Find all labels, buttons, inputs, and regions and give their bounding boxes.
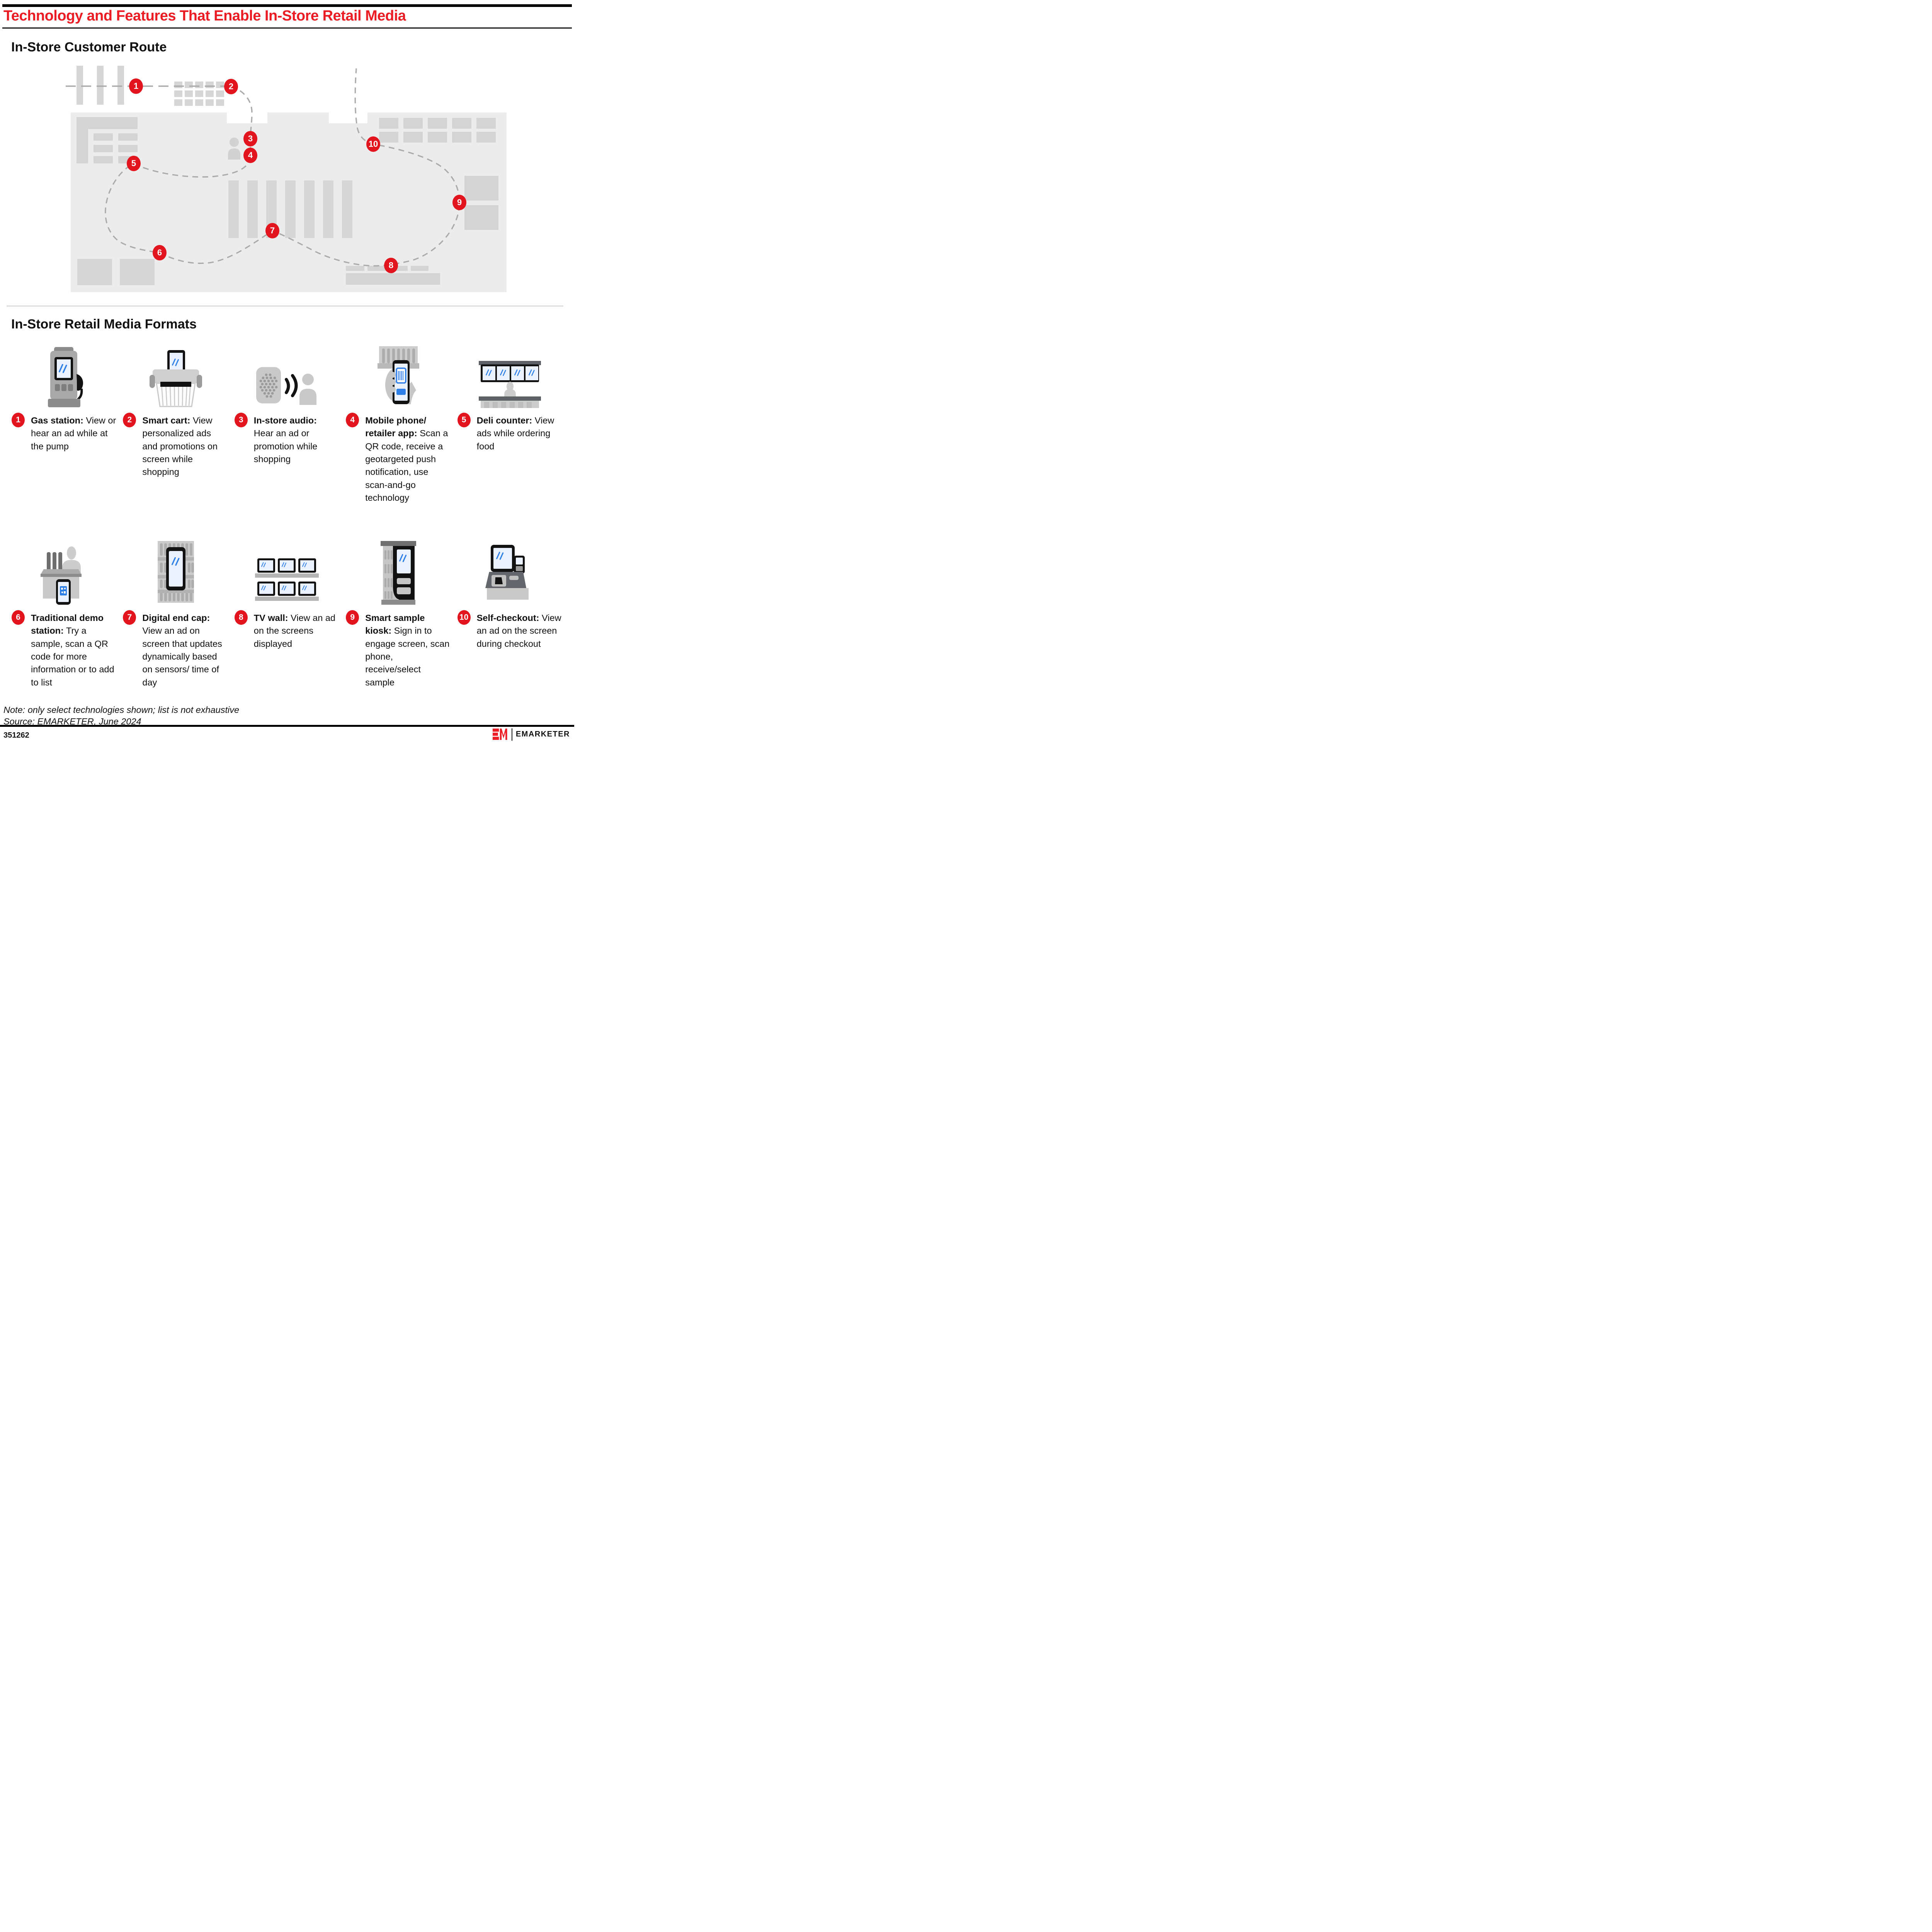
shopper-icon (228, 138, 240, 160)
smart-cart-icon (123, 342, 228, 408)
formats-section-heading: In-Store Retail Media Formats (11, 317, 197, 332)
format-item-gas-station: 1 Gas station: View or hear an ad while … (12, 342, 117, 526)
store-floorplan (66, 66, 507, 292)
route-marker-5: 5 (127, 156, 141, 171)
in-store-audio-icon (235, 342, 340, 408)
deli-counter-icon (457, 342, 563, 408)
top-rule (2, 4, 572, 7)
item-text: In-store audio: Hear an ad or promotion … (253, 415, 318, 464)
format-item-self-checkout: 10 Self-checkout: View an ad on the scre… (457, 526, 563, 689)
page-title: Technology and Features That Enable In-S… (3, 8, 406, 24)
format-item-mobile-phone: 4 Mobile phone/ retailer app: Scan a QR … (346, 342, 451, 526)
sample-kiosk-icon (346, 526, 451, 605)
store-map: 1 2 3 4 5 6 7 8 9 10 (0, 64, 574, 300)
gas-pump-icon (12, 342, 117, 408)
item-number-badge: 1 (12, 413, 25, 427)
footer-rule (0, 725, 574, 727)
title-rule (2, 27, 572, 29)
format-item-demo-station: 6 Traditional demo station: Try a sample… (12, 526, 117, 689)
route-marker-1: 1 (129, 78, 143, 94)
route-section-heading: In-Store Customer Route (11, 40, 167, 54)
route-marker-6: 6 (153, 245, 167, 260)
note-text: Note: only select technologies shown; li… (3, 705, 240, 715)
item-number-badge: 9 (346, 610, 359, 625)
item-number-badge: 3 (234, 413, 248, 427)
item-text: Deli counter: View ads while ordering fo… (476, 415, 554, 451)
infographic-page: Technology and Features That Enable In-S… (0, 0, 574, 744)
item-text: TV wall: View an ad on the screens displ… (253, 613, 335, 649)
format-item-tv-wall: 8 TV wall: View an ad on the screens dis… (234, 526, 340, 689)
item-text: Traditional demo station: Try a sample, … (31, 613, 114, 687)
route-marker-4: 4 (243, 148, 257, 163)
section-divider (7, 305, 563, 307)
digital-end-cap-icon (123, 526, 228, 605)
em-monogram-icon (492, 728, 507, 740)
item-number-badge: 8 (234, 610, 248, 625)
self-checkout-icon (457, 526, 563, 605)
formats-section: 1 Gas station: View or hear an ad while … (12, 342, 563, 689)
item-number-badge: 10 (457, 610, 471, 625)
item-number-badge: 4 (346, 413, 359, 427)
route-marker-10: 10 (366, 136, 380, 152)
route-marker-7: 7 (265, 223, 279, 238)
format-item-in-store-audio: 3 In-store audio: Hear an ad or promotio… (234, 342, 340, 526)
brand-name: EMARKETER (515, 730, 570, 738)
item-text: Self-checkout: View an ad on the screen … (476, 613, 561, 649)
chart-id: 351262 (3, 731, 29, 740)
item-number-badge: 5 (457, 413, 471, 427)
item-number-badge: 7 (123, 610, 136, 625)
format-item-smart-cart: 2 Smart cart: View personalized ads and … (123, 342, 228, 526)
item-text: Smart cart: View personalized ads and pr… (142, 415, 218, 477)
tv-wall-icon (235, 526, 340, 605)
format-item-deli-counter: 5 Deli counter: View ads while ordering … (457, 342, 563, 526)
item-number-badge: 6 (12, 610, 25, 625)
source-text: Source: EMARKETER, June 2024 (3, 716, 141, 726)
route-marker-9: 9 (452, 195, 466, 210)
item-text: Gas station: View or hear an ad while at… (31, 415, 116, 451)
route-marker-2: 2 (224, 79, 238, 94)
format-item-digital-end-cap: 7 Digital end cap: View an ad on screen … (123, 526, 228, 689)
item-text: Digital end cap: View an ad on screen th… (142, 613, 222, 687)
item-text: Mobile phone/ retailer app: Scan a QR co… (365, 415, 448, 503)
format-item-sample-kiosk: 9 Smart sample kiosk: Sign in to engage … (346, 526, 451, 689)
demo-station-icon (12, 526, 117, 605)
mobile-phone-icon (346, 342, 451, 408)
route-marker-8: 8 (384, 258, 398, 273)
emarketer-logo: EMARKETER (492, 728, 570, 741)
route-marker-3: 3 (243, 131, 257, 146)
item-number-badge: 2 (123, 413, 136, 427)
item-text: Smart sample kiosk: Sign in to engage sc… (365, 613, 450, 687)
